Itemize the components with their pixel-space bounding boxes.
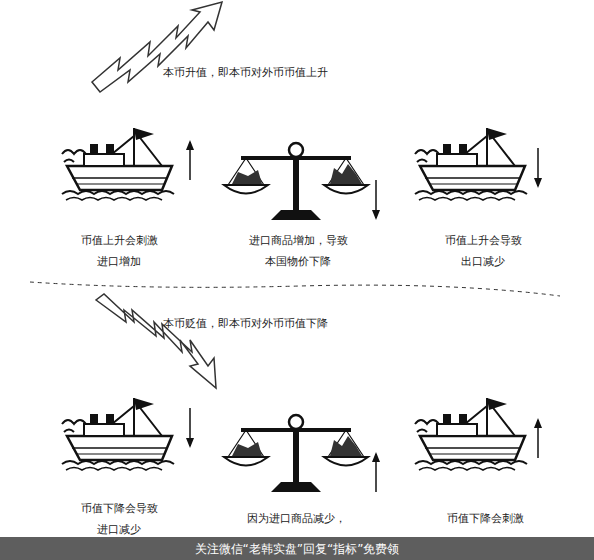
watermark: 关注微信“老韩实盘”回复“指标”免费领 bbox=[0, 538, 594, 560]
caption: 进口商品增加，导致 本国物价下降 bbox=[246, 230, 350, 272]
caption: 币值下降会刺激 bbox=[440, 508, 530, 529]
caption: 币值上升会导致 出口减少 bbox=[442, 230, 524, 272]
caption: 因为进口商品减少， bbox=[236, 508, 356, 529]
caption: 币值下降会导致 进口减少 bbox=[78, 498, 160, 540]
heading: 本币升值，即本币对外币币值上升 bbox=[163, 62, 383, 83]
caption: 币值上升会刺激 进口增加 bbox=[78, 230, 160, 272]
heading: 本币贬值，即本币对外币币值下降 bbox=[163, 313, 383, 334]
